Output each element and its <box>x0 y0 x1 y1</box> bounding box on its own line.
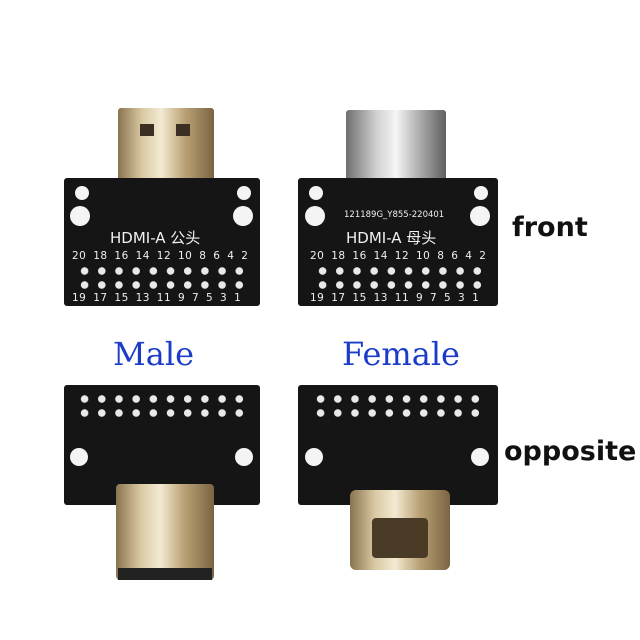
male-back-pad-grid <box>76 392 248 420</box>
female-title-silkscreen: HDMI-A 母头 <box>346 229 437 247</box>
plug-window <box>176 124 190 136</box>
female-pad-grid <box>314 264 486 292</box>
mount-hole <box>471 448 489 466</box>
plug-opening <box>118 568 212 580</box>
mount-hole <box>305 448 323 466</box>
male-hdmi-plug <box>118 108 214 186</box>
mount-hole <box>474 186 488 200</box>
male-even-pin-numbers: 20 18 16 14 12 10 8 6 4 2 <box>72 250 249 262</box>
male-odd-pin-numbers: 19 17 15 13 11 9 7 5 3 1 <box>72 292 242 304</box>
mount-hole <box>235 448 253 466</box>
female-label: Female <box>342 335 460 373</box>
male-title-silkscreen: HDMI-A 公头 <box>110 229 201 247</box>
male-label: Male <box>113 335 195 373</box>
mount-hole <box>70 448 88 466</box>
socket-opening <box>372 518 428 558</box>
front-label: front <box>512 212 588 243</box>
plug-window <box>140 124 154 136</box>
female-even-pin-numbers: 20 18 16 14 12 10 8 6 4 2 <box>310 250 487 262</box>
mount-hole <box>237 186 251 200</box>
female-back-pad-grid <box>312 392 484 420</box>
male-pad-grid <box>76 264 248 292</box>
opposite-label: opposite <box>504 436 637 467</box>
mount-hole <box>70 206 90 226</box>
female-odd-pin-numbers: 19 17 15 13 11 9 7 5 3 1 <box>310 292 480 304</box>
mount-hole <box>470 206 490 226</box>
mount-hole <box>75 186 89 200</box>
mount-hole <box>233 206 253 226</box>
female-code-silkscreen: 121189G_Y855-220401 <box>344 210 445 220</box>
male-hdmi-plug-back <box>116 484 214 580</box>
female-hdmi-socket <box>346 110 446 188</box>
mount-hole <box>305 206 325 226</box>
mount-hole <box>309 186 323 200</box>
